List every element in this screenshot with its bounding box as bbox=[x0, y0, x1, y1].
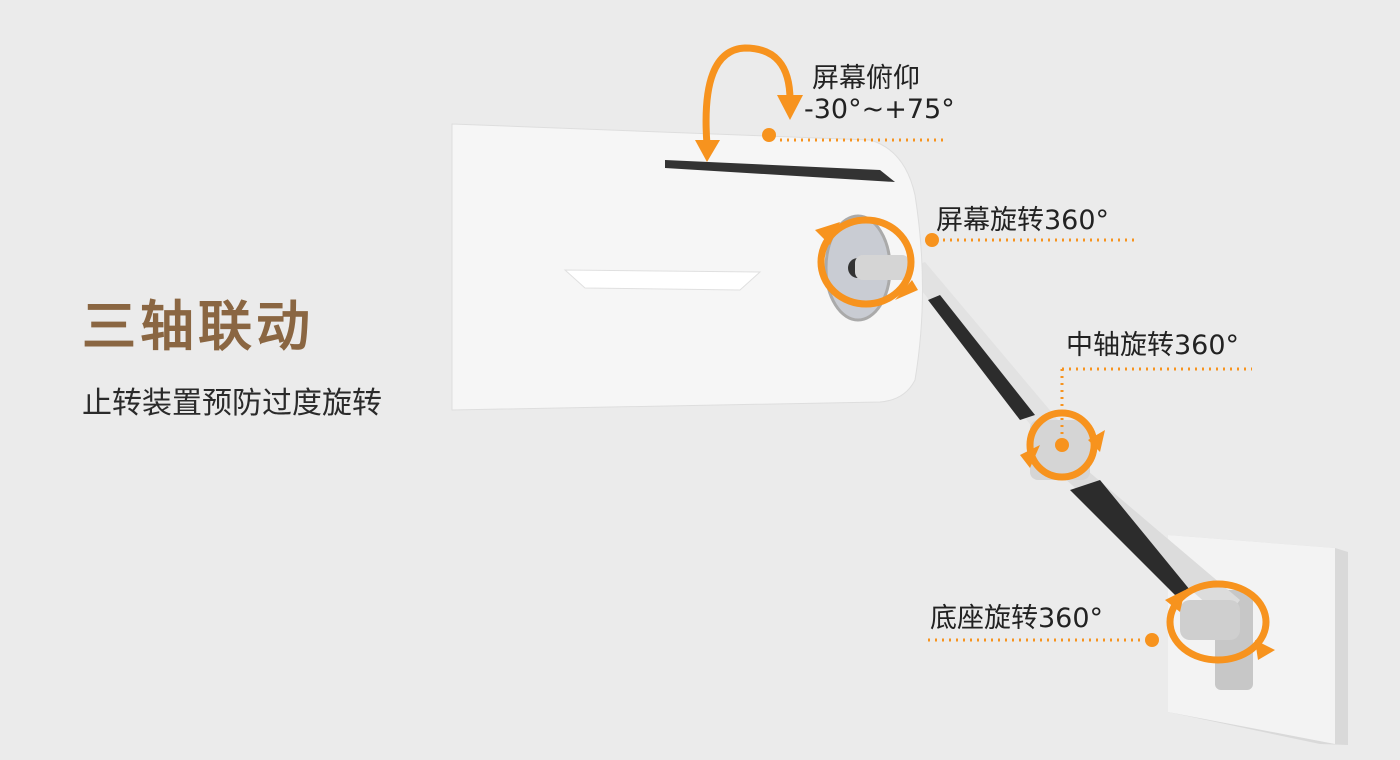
screen-rotation-label: 屏幕旋转360° bbox=[936, 205, 1110, 236]
base-rotation-label: 底座旋转360° bbox=[930, 603, 1104, 634]
subheadline: 止转装置预防过度旋转 bbox=[82, 386, 382, 421]
lower-arm bbox=[1055, 460, 1240, 640]
arrowhead-icon bbox=[695, 95, 1275, 660]
headline: 三轴联动 bbox=[82, 295, 314, 358]
rotation-arrow-icon bbox=[702, 44, 1270, 664]
tilt-title-label: 屏幕俯仰 bbox=[812, 63, 920, 94]
leader-dots bbox=[762, 128, 1252, 647]
upper-arm bbox=[905, 262, 1090, 480]
tilt-range-label: -30°~+75° bbox=[804, 94, 955, 125]
middle-rotation-label: 中轴旋转360° bbox=[1066, 330, 1240, 361]
monitor-back bbox=[451, 123, 923, 411]
